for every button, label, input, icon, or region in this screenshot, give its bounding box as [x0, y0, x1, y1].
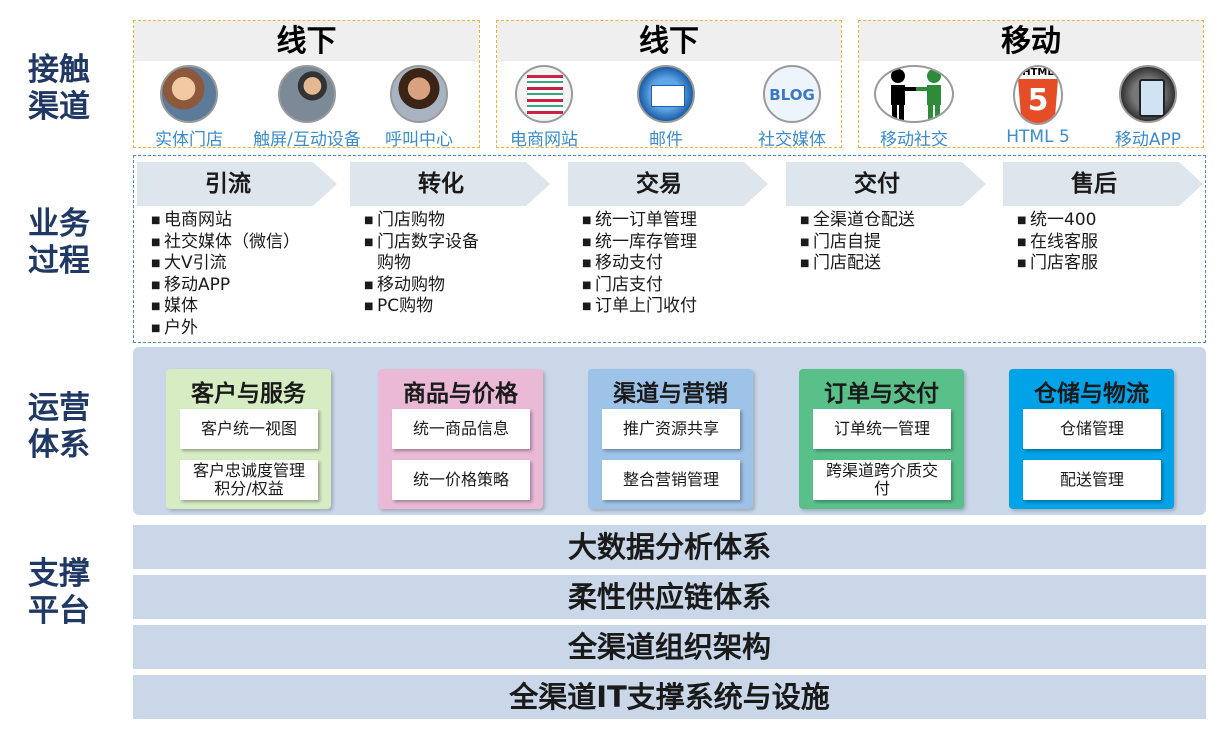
channel-website[interactable]: 电商网站 — [479, 65, 609, 150]
channel-mobile-social[interactable]: 移动社交 — [849, 65, 979, 150]
channel-touchscreen[interactable]: 触屏/互动设备 — [242, 65, 372, 150]
row-label-ops: 运营体系 — [28, 390, 90, 463]
channel-call-center[interactable]: 呼叫中心 — [354, 65, 484, 150]
list-item: 订单上门收付 — [582, 296, 768, 318]
list-item: 大V引流 — [151, 253, 337, 275]
stage-conversion: 转化 门店购物 门店数字设备 购物 移动购物 PC购物 — [350, 162, 550, 318]
list-item: PC购物 — [364, 296, 550, 318]
channel-email[interactable]: 邮件 — [601, 65, 731, 150]
stage-transaction: 交易 统一订单管理 统一库存管理 移动支付 门店支付 订单上门收付 — [568, 162, 768, 318]
list-item: 在线客服 — [1017, 232, 1203, 254]
channel-social-media[interactable]: BLOG 社交媒体 — [727, 65, 857, 150]
platform-bar-it-systems: 全渠道IT支撑系统与设施 — [133, 675, 1206, 719]
html5-icon: HTML 5 — [1013, 65, 1063, 125]
list-item: 全渠道仓配送 — [800, 210, 986, 232]
people-figures — [891, 69, 941, 121]
stage-list: 全渠道仓配送 门店自提 门店配送 — [800, 210, 986, 275]
list-item: 移动购物 — [364, 275, 550, 297]
stage-title: 售后 — [1003, 162, 1203, 206]
stage-list: 统一订单管理 统一库存管理 移动支付 门店支付 订单上门收付 — [582, 210, 768, 318]
call-center-photo-icon — [390, 65, 448, 123]
list-item: 统一库存管理 — [582, 232, 768, 254]
list-item: 社交媒体（微信） — [151, 232, 337, 254]
list-item-continuation: 购物 — [377, 253, 411, 273]
ops-item[interactable]: 客户统一视图 — [180, 409, 318, 449]
list-item: 户外 — [151, 318, 337, 340]
platform-bar-bigdata: 大数据分析体系 — [133, 525, 1206, 569]
list-item: 门店购物 — [364, 210, 550, 232]
channel-group-offline: 线下 实体门店 触屏/互动设备 呼叫中心 — [133, 20, 480, 150]
website-icon — [515, 65, 573, 123]
blog-icon: BLOG — [763, 65, 821, 123]
stage-list: 电商网站 社交媒体（微信） 大V引流 移动APP 媒体 户外 — [151, 210, 337, 339]
list-item: 门店支付 — [582, 275, 768, 297]
business-process: 引流 电商网站 社交媒体（微信） 大V引流 移动APP 媒体 户外 转化 门店购… — [133, 155, 1206, 343]
list-item: 门店数字设备 — [364, 232, 550, 254]
mobile-app-icon — [1119, 65, 1177, 123]
html5-shield: 5 — [1018, 79, 1058, 123]
stage-title: 引流 — [137, 162, 337, 206]
channel-group-online: 线下 电商网站 邮件 BLOG 社交媒体 — [496, 20, 842, 150]
email-icon — [637, 65, 695, 123]
stage-after-sales: 售后 统一400 在线客服 门店客服 — [1003, 162, 1203, 275]
ops-item[interactable]: 统一商品信息 — [392, 409, 530, 449]
list-item: 统一400 — [1017, 210, 1203, 232]
list-item: 移动支付 — [582, 253, 768, 275]
ops-card-order: 订单与交付 订单统一管理 跨渠道跨介质交付 — [799, 369, 964, 509]
stage-list: 门店购物 门店数字设备 购物 移动购物 PC购物 — [364, 210, 550, 318]
list-item: 统一订单管理 — [582, 210, 768, 232]
list-item: 门店客服 — [1017, 253, 1203, 275]
group-title: 线下 — [497, 21, 841, 61]
row-label-process: 业务过程 — [28, 206, 90, 279]
list-item: 门店配送 — [800, 253, 986, 275]
stage-list: 统一400 在线客服 门店客服 — [1017, 210, 1203, 275]
list-item: 门店自提 — [800, 232, 986, 254]
stage-delivery: 交付 全渠道仓配送 门店自提 门店配送 — [786, 162, 986, 275]
stage-title: 交易 — [568, 162, 768, 206]
ops-item[interactable]: 客户忠诚度管理积分/权益 — [180, 460, 318, 500]
ops-item[interactable]: 整合营销管理 — [602, 460, 740, 500]
channel-store[interactable]: 实体门店 — [124, 65, 254, 150]
ops-card-customer: 客户与服务 客户统一视图 客户忠诚度管理积分/权益 — [166, 369, 331, 509]
row-label-platform: 支撑平台 — [28, 556, 90, 629]
html5-badge: HTML — [1022, 67, 1054, 78]
touchscreen-photo-icon — [278, 65, 336, 123]
ops-card-channel: 渠道与营销 推广资源共享 整合营销管理 — [588, 369, 753, 509]
store-photo-icon — [160, 65, 218, 123]
people-icon — [874, 65, 954, 123]
stage-traffic: 引流 电商网站 社交媒体（微信） 大V引流 移动APP 媒体 户外 — [137, 162, 337, 339]
channel-group-mobile: 移动 移动社交 HTML 5 HTML 5 移动APP — [858, 20, 1204, 150]
ops-item[interactable]: 推广资源共享 — [602, 409, 740, 449]
row-label-contact: 接触渠道 — [28, 52, 90, 125]
ops-item[interactable]: 配送管理 — [1023, 460, 1161, 500]
group-title: 移动 — [859, 21, 1203, 61]
ops-item[interactable]: 统一价格策略 — [392, 460, 530, 500]
channel-mobile-app[interactable]: 移动APP — [1083, 65, 1213, 150]
platform-bar-supply-chain: 柔性供应链体系 — [133, 575, 1206, 619]
stage-title: 交付 — [786, 162, 986, 206]
ops-item[interactable]: 订单统一管理 — [813, 409, 951, 449]
platform-bar-organization: 全渠道组织架构 — [133, 625, 1206, 669]
group-title: 线下 — [134, 21, 479, 61]
operations-panel: 客户与服务 客户统一视图 客户忠诚度管理积分/权益 商品与价格 统一商品信息 统… — [133, 347, 1206, 515]
stage-title: 转化 — [350, 162, 550, 206]
ops-card-warehouse: 仓储与物流 仓储管理 配送管理 — [1009, 369, 1174, 509]
list-item: 媒体 — [151, 296, 337, 318]
ops-item[interactable]: 跨渠道跨介质交付 — [813, 460, 951, 500]
ops-item[interactable]: 仓储管理 — [1023, 409, 1161, 449]
list-item: 电商网站 — [151, 210, 337, 232]
ops-card-product: 商品与价格 统一商品信息 统一价格策略 — [378, 369, 543, 509]
list-item: 移动APP — [151, 275, 337, 297]
channel-html5[interactable]: HTML 5 HTML 5 — [1006, 65, 1070, 147]
